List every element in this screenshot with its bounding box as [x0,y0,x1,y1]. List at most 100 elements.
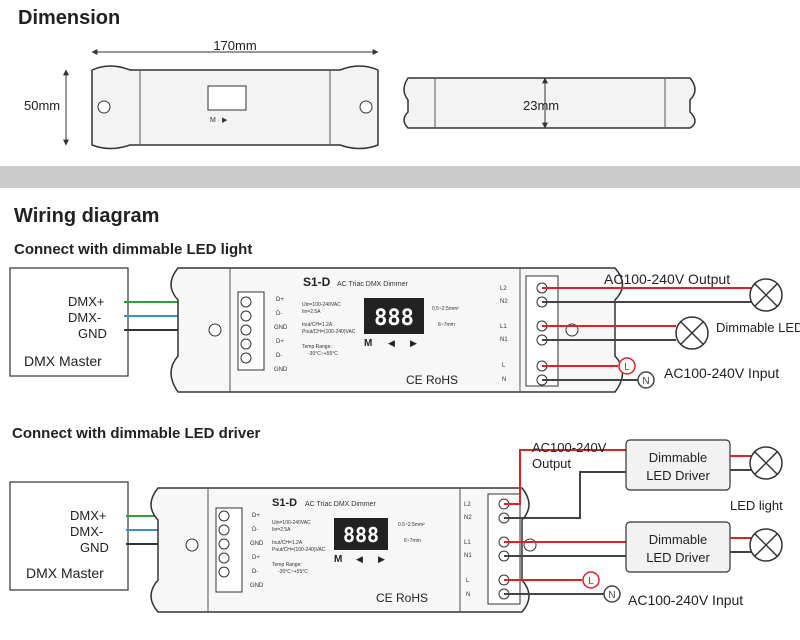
d1-display: 888 [374,306,414,331]
d2-wire-n2 [504,471,626,519]
d1-specs: Uin=100-240VAC Iin=2.5A Iout/CH=1.2A Pou… [302,302,356,357]
svg-text:L: L [588,576,594,587]
d2-dmx-minus-label: DMX- [70,524,103,539]
d1-wire-spec: 0.5~2.5mm² [432,306,459,312]
svg-text:D+: D+ [252,555,260,561]
svg-text:GND: GND [274,367,288,373]
d2-model: S1-D [272,497,297,509]
svg-text:Pout/CH=(100-240)VAC: Pout/CH=(100-240)VAC [272,547,326,553]
neutral-marker-icon: N [603,585,621,603]
svg-text:N: N [502,377,506,383]
d2-gnd-label: GND [80,540,109,555]
section-divider [0,166,800,188]
wiring-title: Wiring diagram [14,205,159,227]
svg-text:GND: GND [274,325,288,331]
d2-left-terminals: D+ D- GND D+ D- GND [250,513,264,589]
svg-text:D-: D- [252,527,258,533]
svg-text:D+: D+ [252,513,260,519]
svg-text:L2: L2 [464,502,471,508]
d2-driver-label-2a: Dimmable [649,532,708,547]
lamp-icon [749,528,783,562]
lamp-icon [749,446,783,480]
d2-wire-l2 [504,449,626,505]
live-marker-icon: L [582,571,600,589]
svg-text:N: N [466,592,470,598]
svg-text:N1: N1 [464,553,472,559]
d2-right-terminals: L2 N2 L1 N1 L N [464,502,472,598]
d2-input-label: AC100-240V Input [628,592,743,608]
svg-text:D-: D- [252,569,258,575]
svg-text:N: N [642,376,649,387]
neutral-marker-icon: N [637,371,655,389]
top-view-outline: M · ▶ [91,65,379,150]
d1-model: S1-D [303,275,331,289]
d2-btn-m: M [334,554,342,565]
svg-text:N1: N1 [500,337,508,343]
side-view-outline [403,77,696,129]
d2-specs: Uin=100-240VAC Iin=2.5A Iout/CH=1.2A Pou… [272,520,326,575]
svg-text:Pout/CH=(100-240)VAC: Pout/CH=(100-240)VAC [302,329,356,335]
lamp-icon [675,316,709,350]
height-label: 50mm [24,98,60,113]
d1-desc: AC Triac DMX Dimmer [337,281,408,288]
d2-master-label: DMX Master [26,565,104,581]
svg-text:D+: D+ [276,297,284,303]
diagram2-subtitle: Connect with dimmable LED driver [12,425,261,442]
d2-dmx-plus-label: DMX+ [70,508,106,523]
d2-desc: AC Triac DMX Dimmer [305,501,376,508]
d2-output-label-1: AC100-240V [532,440,607,455]
dimension-title: Dimension [18,7,120,29]
svg-text:D+: D+ [276,339,284,345]
d1-gnd-label: GND [78,326,107,341]
d1-right-terminals: L2 N2 L1 N1 L N [500,286,508,383]
svg-text:GND: GND [250,583,264,589]
d1-btn-m: M [364,338,372,349]
svg-text:N: N [608,590,615,601]
d2-strip-spec: 6~7mm [404,538,421,544]
width-label: 170mm [213,38,256,53]
svg-text:Temp Range:: Temp Range: [272,562,302,568]
d2-btn-left: ◀ [356,554,363,564]
svg-text:L: L [466,578,470,584]
d1-cert: CE RoHS [406,373,458,387]
d1-output-label: AC100-240V Output [604,271,730,287]
svg-text:N2: N2 [464,515,472,521]
d1-btn-left: ◀ [388,338,395,348]
svg-text:GND: GND [250,541,264,547]
dmx-master-box-1 [9,267,129,377]
svg-text:L1: L1 [500,324,507,330]
d2-output-label-2: Output [532,456,571,471]
svg-text:Iout/CH=1.2A: Iout/CH=1.2A [302,322,333,328]
dimmer-device-1 [170,267,624,393]
svg-text:D-: D- [276,353,282,359]
dmx-master-box-2 [9,481,129,591]
d1-master-label: DMX Master [24,353,102,369]
svg-text:N2: N2 [500,299,508,305]
svg-text:-30°C~+55°C: -30°C~+55°C [278,569,308,575]
lamp-icon [749,278,783,312]
svg-text:M · ▶: M · ▶ [210,117,228,124]
svg-text:Iin=2.5A: Iin=2.5A [302,309,321,315]
d2-driver-label-1a: Dimmable [649,450,708,465]
svg-text:D-: D- [276,311,282,317]
dimmer-device-2 [150,487,537,613]
svg-text:L1: L1 [464,540,471,546]
svg-text:Iout/CH=1.2A: Iout/CH=1.2A [272,540,303,546]
d2-btn-right: ▶ [378,554,385,564]
svg-text:Temp Range:: Temp Range: [302,344,332,350]
led-driver-box-2 [625,521,731,573]
d2-cert: CE RoHS [376,591,428,605]
d2-driver-label-1b: LED Driver [646,468,710,483]
svg-text:-30°C~+55°C: -30°C~+55°C [308,351,338,357]
d1-strip-spec: 6~7mm [438,322,455,328]
svg-text:L: L [502,363,506,369]
d2-driver-label-2b: LED Driver [646,550,710,565]
d1-input-label: AC100-240V Input [664,365,779,381]
d2-display: 888 [343,523,379,547]
svg-text:L: L [624,362,630,373]
d1-dmx-minus-label: DMX- [68,310,101,325]
svg-text:Iin=2.5A: Iin=2.5A [272,527,291,533]
led-driver-box-1 [625,439,731,491]
d1-left-terminals: D+ D- GND D+ D- GND [274,297,288,373]
d1-dmx-plus-label: DMX+ [68,294,104,309]
